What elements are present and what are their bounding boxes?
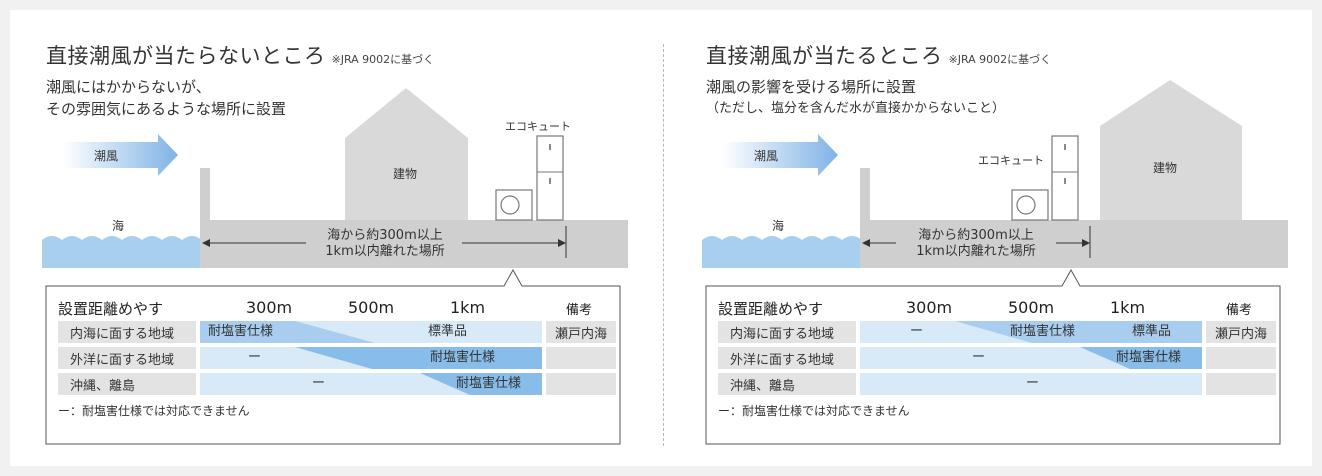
- seawall: [200, 168, 210, 268]
- row1-standard-text: 標準品: [1132, 324, 1172, 339]
- row2-salt-text: 耐塩害仕様: [430, 350, 496, 365]
- panel-title: 直接潮風が当たらないところ ※JRA 9002に基づく: [46, 40, 434, 70]
- panel-subtitle: 潮風にはかからないが、 その雰囲気にあるような場所に設置: [46, 76, 286, 120]
- subtitle-line-1: 潮風にはかからないが、: [46, 78, 211, 96]
- wind-label: 潮風: [754, 149, 779, 163]
- band-row1-salt: [200, 321, 375, 343]
- row2-none-text: ー: [972, 350, 986, 365]
- band-row1-salt: [955, 321, 1202, 343]
- wind-arrow-icon: [722, 134, 838, 176]
- row2-salt-text: 耐塩害仕様: [1116, 350, 1182, 365]
- row-label-inland-sea: 内海に面する地域: [718, 321, 856, 343]
- ground: [860, 220, 1288, 268]
- wind-arrow-icon: [62, 134, 178, 176]
- row3-none-text: ー: [1026, 376, 1040, 391]
- subtitle-line-2: その雰囲気にあるような場所に設置: [46, 100, 287, 118]
- scene-illustration: [702, 80, 1288, 445]
- row3-remark: [546, 373, 616, 395]
- building-shape: [345, 88, 468, 220]
- title-note: ※JRA 9002に基づく: [948, 53, 1052, 66]
- building-label: 建物: [1153, 161, 1178, 175]
- ecocute-label: エコキュート: [978, 154, 1044, 167]
- panel-direct-sea-wind: 直接潮風が当たるところ ※JRA 9002に基づく 潮風の影響を受ける場所に設置 …: [670, 10, 1310, 466]
- title-note: ※JRA 9002に基づく: [331, 53, 435, 66]
- sea-shape: [702, 236, 862, 268]
- panel-divider: [663, 44, 664, 446]
- table-header-500m: 500m: [1008, 298, 1055, 317]
- page-frame: 直接潮風が当たらないところ ※JRA 9002に基づく 潮風にはかからないが、 そ…: [10, 10, 1312, 466]
- table-header-title: 設置距離めやす: [718, 300, 824, 318]
- ground: [200, 220, 628, 268]
- row1-salt-text: 耐塩害仕様: [1010, 324, 1076, 339]
- row-label-okinawa-islands: 沖縄、離島: [718, 373, 856, 395]
- distance-label: 海から約300m以上 1km以内離れた場所: [900, 228, 1052, 260]
- table-header-remarks: 備考: [566, 303, 593, 318]
- row1-standard-text: 標準品: [428, 324, 468, 339]
- panel-title-text: 直接潮風が当たらないところ: [46, 44, 326, 68]
- wind-label: 潮風: [94, 149, 119, 163]
- sea-label: 海: [772, 219, 785, 233]
- row2-none-text: ー: [248, 350, 262, 365]
- distance-line-1: 海から約300m以上: [918, 228, 1034, 243]
- table-header-300m: 300m: [906, 298, 953, 317]
- panel-not-direct-sea-wind: 直接潮風が当たらないところ ※JRA 9002に基づく 潮風にはかからないが、 そ…: [10, 10, 650, 466]
- subtitle-line-1: 潮風の影響を受ける場所に設置: [706, 78, 917, 96]
- band-row2-salt: [1080, 347, 1202, 369]
- table-header-title: 設置距離めやす: [58, 300, 164, 318]
- building-label: 建物: [393, 167, 418, 181]
- building-shape: [1100, 80, 1242, 220]
- band-row2-salt: [295, 347, 542, 369]
- sea-label: 海: [112, 219, 125, 233]
- panel-subtitle: 潮風の影響を受ける場所に設置 （ただし、塩分を含んだ水が直接かからないこと）: [706, 76, 1005, 120]
- seawall: [860, 168, 870, 268]
- table-header-300m: 300m: [246, 298, 293, 317]
- row3-none-text: ー: [312, 376, 326, 391]
- row2-remark: [546, 347, 616, 369]
- row1-none-text: ー: [910, 324, 924, 339]
- table-header-remarks: 備考: [1226, 303, 1253, 318]
- table-header-1km: 1km: [450, 298, 486, 317]
- row1-remark: 瀬戸内海: [546, 321, 616, 343]
- distance-label: 海から約300m以上 1km以内離れた場所: [310, 228, 460, 260]
- table-footnote: ー：耐塩害仕様では対応できません: [58, 404, 250, 418]
- heat-pump-unit: [495, 189, 533, 221]
- table-header-1km: 1km: [1110, 298, 1146, 317]
- panel-title-text: 直接潮風が当たるところ: [706, 44, 943, 68]
- heat-pump-unit: [1011, 189, 1049, 221]
- row2-remark: [1206, 347, 1276, 369]
- table-header-500m: 500m: [348, 298, 395, 317]
- band-row3-salt: [420, 373, 542, 395]
- panel-title: 直接潮風が当たるところ ※JRA 9002に基づく: [706, 40, 1051, 70]
- row3-salt-text: 耐塩害仕様: [456, 376, 522, 391]
- row1-remark: 瀬戸内海: [1206, 321, 1276, 343]
- scene-illustration: [42, 88, 628, 445]
- ecocute-label: エコキュート: [505, 120, 571, 133]
- table-footnote: ー：耐塩害仕様では対応できません: [718, 404, 910, 418]
- subtitle-line-2: （ただし、塩分を含んだ水が直接かからないこと）: [706, 101, 1006, 116]
- row3-remark: [1206, 373, 1276, 395]
- row-label-okinawa-islands: 沖縄、離島: [58, 373, 196, 395]
- row1-salt-text: 耐塩害仕様: [208, 324, 274, 339]
- row-label-inland-sea: 内海に面する地域: [58, 321, 196, 343]
- sea-shape: [42, 236, 202, 268]
- distance-line-1: 海から約300m以上: [327, 228, 443, 243]
- row-label-open-ocean: 外洋に面する地域: [718, 347, 856, 369]
- distance-line-2: 1km以内離れた場所: [325, 244, 445, 259]
- row-label-open-ocean: 外洋に面する地域: [58, 347, 196, 369]
- distance-line-2: 1km以内離れた場所: [916, 244, 1036, 259]
